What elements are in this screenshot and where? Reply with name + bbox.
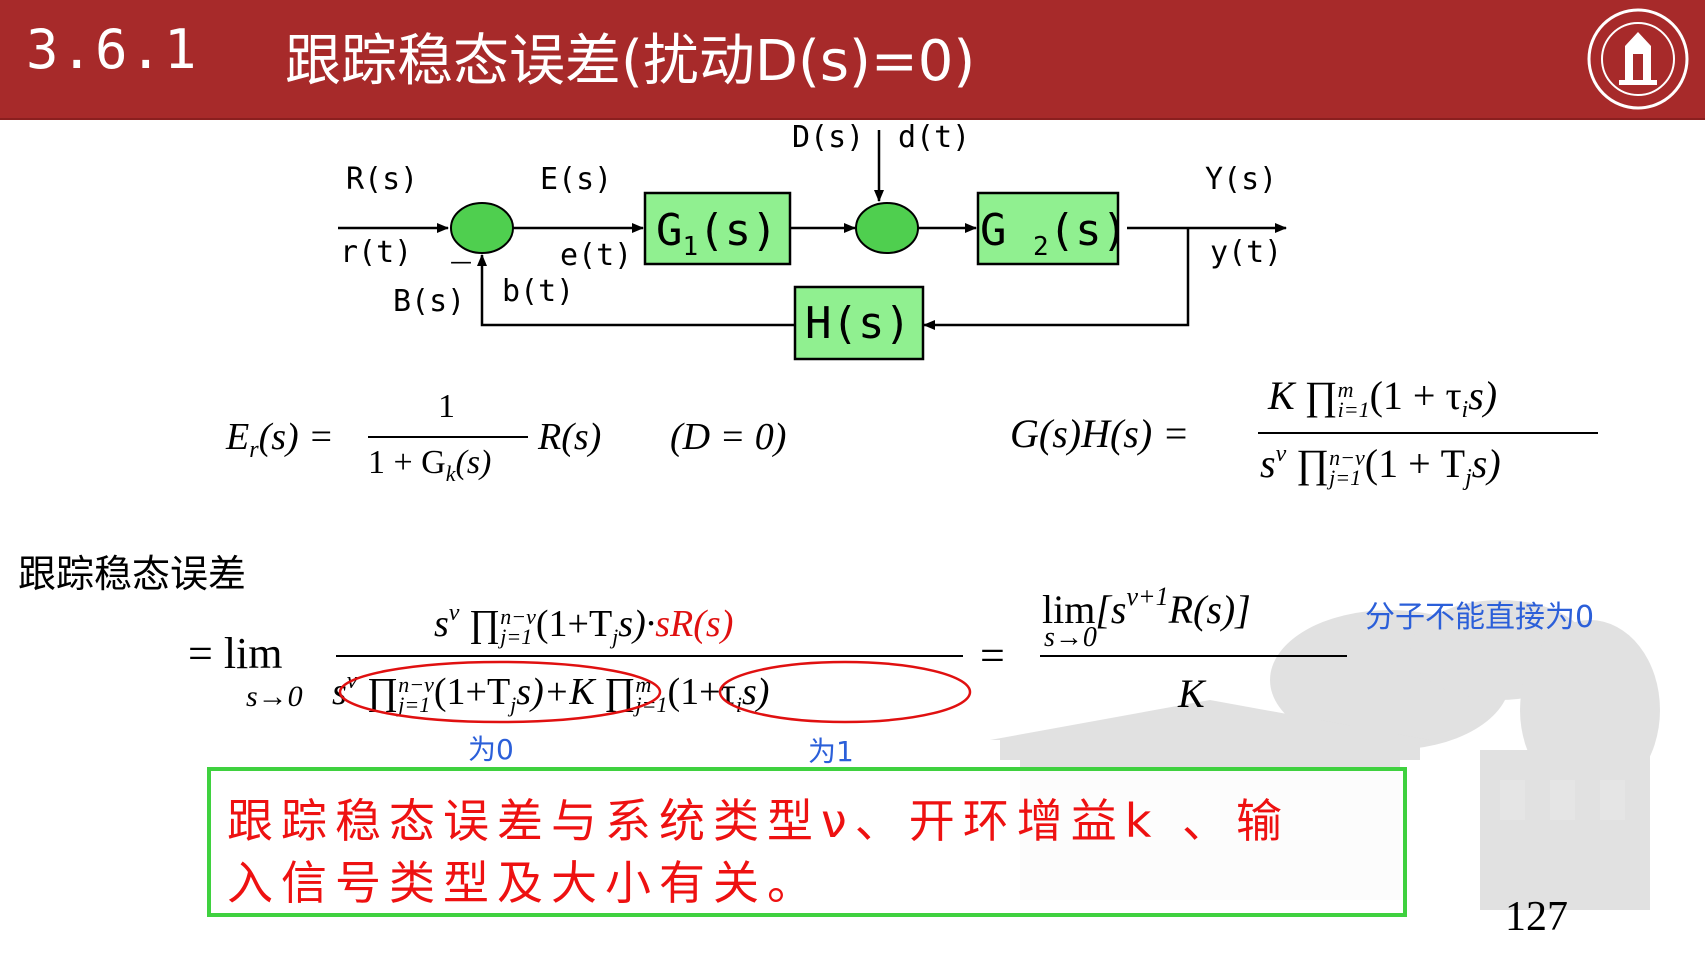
conclusion-line-2: 入信号类型及大小有关。 (227, 847, 821, 913)
rhs-lim-subscript: s→0 (1044, 622, 1097, 654)
note-equals-zero: 为0 (468, 728, 514, 768)
note-numerator-nonzero: 分子不能直接为0 (1365, 592, 1594, 636)
conclusion-line-1: 跟踪稳态误差与系统类型ν、开环增益k 、输 (227, 785, 1290, 851)
note-equals-one: 为1 (808, 730, 854, 770)
equals-sign: = (980, 630, 1005, 681)
rhs-denominator: K (1178, 670, 1205, 717)
conclusion-box: 跟踪稳态误差与系统类型ν、开环增益k 、输 入信号类型及大小有关。 (207, 767, 1407, 917)
rhs-fraction-bar (1040, 655, 1347, 657)
page-number: 127 (1505, 893, 1568, 941)
ellipse-one-term (720, 662, 970, 722)
ellipse-zero-term (340, 662, 660, 722)
